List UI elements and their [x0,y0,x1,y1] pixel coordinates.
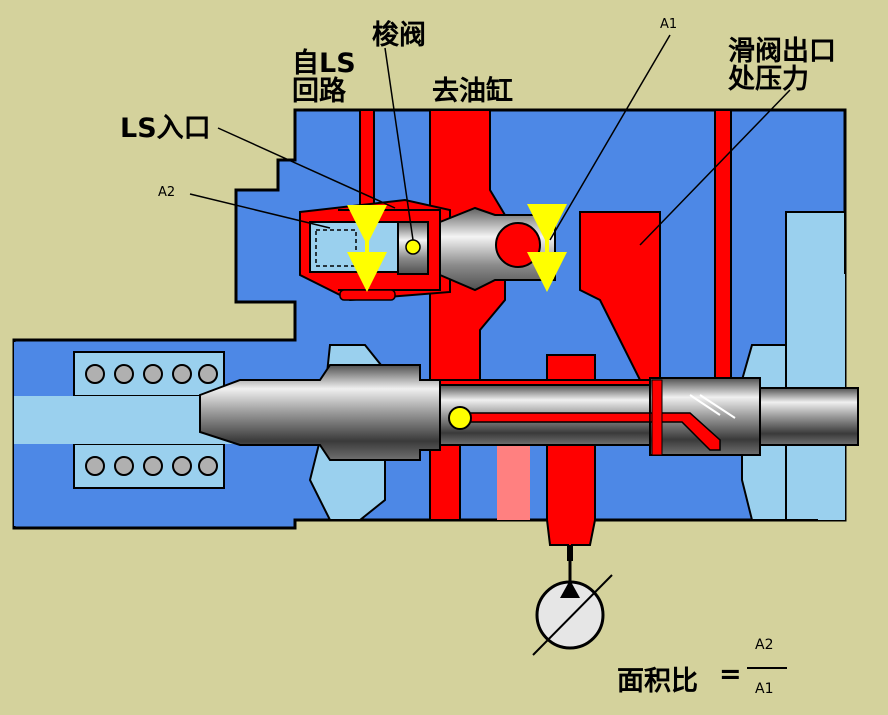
label-shuttle-valve: 梭阀 [372,20,426,51]
spring-center [14,396,234,444]
spring-coils-top [85,364,218,384]
area-ratio-formula: 面积比 = A2 A1 [617,637,797,709]
pressure-gauge-icon [532,545,613,656]
formula-numerator: A2 [755,637,774,653]
label-a1: A1 [660,17,678,32]
check-ball-spool [448,406,472,430]
spring-coils-bottom [85,456,218,476]
formula-prefix: 面积比 [617,666,698,697]
label-ls-inlet: LS入口 [120,113,211,144]
main-spool [199,364,859,461]
label-spool-outlet-pressure: 滑阀出口 处压力 [728,36,836,96]
label-to-cylinder: 去油缸 [432,76,513,107]
check-ball-shuttle [405,239,421,255]
formula-fraction-bar [747,667,787,669]
label-a2: A2 [158,185,176,200]
leader-lines [189,34,791,246]
formula-denominator: A1 [755,681,774,697]
compensator-piston [439,206,556,292]
label-ls-return: 自LS 回路 [292,48,356,108]
formula-equals: = [719,659,742,690]
shuttle-valve-assembly [299,198,451,302]
